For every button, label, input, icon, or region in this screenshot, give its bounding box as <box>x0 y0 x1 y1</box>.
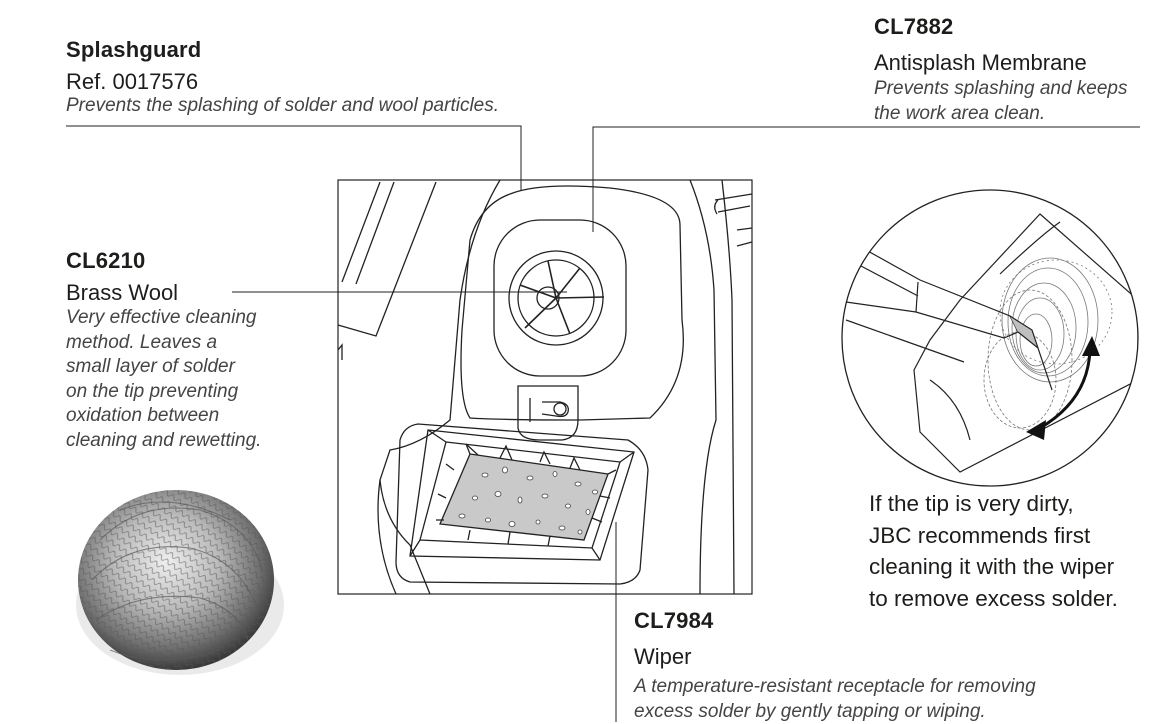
brass-wool-code: CL6210 <box>66 248 145 274</box>
tip-cleaning-illustration <box>842 190 1138 486</box>
wiper-description: A temperature-resistant receptacle for r… <box>634 675 1036 724</box>
membrane-description-line: Prevents splashing and keeps <box>874 77 1128 102</box>
brass-wool-description-line: small layer of solder <box>66 355 261 380</box>
splashguard-ref: Ref. 0017576 <box>66 69 198 95</box>
brass-wool-name: Brass Wool <box>66 280 178 306</box>
wiper-description-line: excess solder by gently tapping or wipin… <box>634 700 1036 724</box>
wiper-name: Wiper <box>634 644 691 670</box>
wiper-code: CL7984 <box>634 608 713 634</box>
splashguard-description: Prevents the splashing of solder and woo… <box>66 94 499 119</box>
brass-wool-description-line: oxidation between <box>66 404 261 429</box>
tip-note-line: If the tip is very dirty, <box>869 488 1118 520</box>
membrane-code: CL7882 <box>874 14 953 40</box>
membrane-name: Antisplash Membrane <box>874 50 1087 76</box>
station-diagram <box>338 180 752 594</box>
splashguard-title: Splashguard <box>66 37 201 63</box>
brass-wool-description-line: cleaning and rewetting. <box>66 429 261 454</box>
membrane-description-line: the work area clean. <box>874 102 1128 127</box>
brass-wool-description-line: method. Leaves a <box>66 331 261 356</box>
wiper-description-line: A temperature-resistant receptacle for r… <box>634 675 1036 700</box>
tip-note-line: cleaning it with the wiper <box>869 551 1118 583</box>
tip-note: If the tip is very dirty, JBC recommends… <box>869 488 1118 614</box>
tip-note-line: JBC recommends first <box>869 520 1118 552</box>
brass-wool-description-line: on the tip preventing <box>66 380 261 405</box>
membrane-description: Prevents splashing and keeps the work ar… <box>874 77 1128 126</box>
brass-wool-description-line: Very effective cleaning <box>66 306 261 331</box>
brass-wool-description: Very effective cleaning method. Leaves a… <box>66 306 261 453</box>
brass-wool-photo <box>76 490 284 675</box>
tip-note-line: to remove excess solder. <box>869 583 1118 615</box>
